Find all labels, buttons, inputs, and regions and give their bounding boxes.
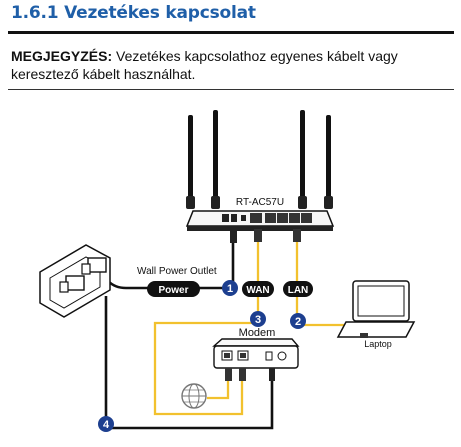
router-model-label: RT-AC57U	[236, 197, 284, 208]
note-rule	[8, 89, 454, 90]
title-rule	[8, 31, 454, 34]
note-label: MEGJEGYZÉS:	[11, 48, 113, 64]
svg-text:2: 2	[295, 316, 301, 328]
step-badge-3: 3	[250, 311, 266, 327]
power-tag: Power	[147, 281, 200, 297]
power-tag-label: Power	[158, 285, 188, 296]
step-badge-2: 2	[290, 313, 306, 329]
note-text: Vezetékes kapcsolathoz egyenes kábelt va…	[11, 48, 398, 82]
cable-wan-modem	[153, 240, 260, 416]
note-paragraph: MEGJEGYZÉS: Vezetékes kapcsolathoz egyen…	[11, 47, 451, 83]
cable-modem-internet	[207, 380, 230, 400]
globe-icon	[181, 383, 207, 409]
cable-router-power	[101, 240, 235, 290]
laptop-label: Laptop	[364, 339, 392, 349]
section-title: 1.6.1 Vezetékes kapcsolat	[11, 3, 256, 23]
svg-text:1: 1	[227, 283, 233, 295]
step-badge-1: 1	[222, 280, 238, 296]
cable-modem-power	[104, 296, 274, 430]
step-badge-4: 4	[98, 416, 114, 432]
lan-tag-label: LAN	[288, 285, 309, 296]
svg-text:4: 4	[103, 419, 110, 431]
router: RT-AC57U	[185, 110, 335, 243]
wall-outlet-label: Wall Power Outlet	[137, 266, 217, 277]
router-antenna-2	[213, 110, 218, 207]
router-antenna-3	[300, 110, 305, 207]
modem: Modem	[212, 327, 300, 381]
svg-text:3: 3	[255, 314, 261, 326]
lan-tag: LAN	[283, 281, 313, 297]
router-antenna-4	[326, 115, 331, 207]
router-antenna-1	[188, 115, 193, 207]
modem-label: Modem	[239, 327, 276, 339]
wan-tag-label: WAN	[246, 285, 269, 296]
wall-outlet: Wall Power Outlet	[39, 244, 217, 318]
laptop: Laptop	[336, 280, 416, 349]
wan-tag: WAN	[242, 281, 274, 297]
